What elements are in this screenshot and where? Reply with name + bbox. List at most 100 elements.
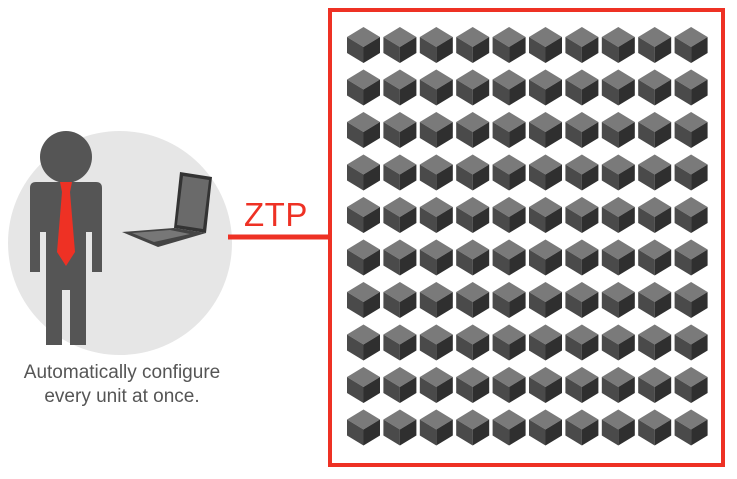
unit-cube bbox=[601, 409, 635, 446]
unit-cube bbox=[492, 282, 526, 318]
unit-cube bbox=[419, 282, 453, 318]
unit-cube bbox=[565, 27, 599, 63]
unit-cube bbox=[383, 409, 417, 446]
unit-cube bbox=[456, 69, 490, 106]
unit-cube bbox=[347, 239, 380, 276]
unit-cube bbox=[347, 69, 380, 106]
unit-cube bbox=[565, 324, 599, 361]
unit-cube bbox=[529, 282, 562, 318]
unit-cube bbox=[638, 197, 672, 233]
unit-cube bbox=[492, 154, 526, 191]
unit-cube bbox=[529, 112, 562, 148]
unit-cube bbox=[347, 409, 380, 446]
unit-cube bbox=[383, 112, 417, 148]
unit-cube bbox=[565, 367, 599, 403]
unit-cube bbox=[456, 112, 490, 148]
unit-cube bbox=[383, 154, 417, 191]
unit-cube bbox=[529, 69, 562, 106]
unit-cube bbox=[565, 409, 599, 446]
unit-cube bbox=[456, 282, 490, 318]
unit-cube bbox=[601, 197, 635, 233]
unit-cube bbox=[419, 239, 453, 276]
caption-line-1: Automatically configure bbox=[23, 362, 221, 383]
unit-cube bbox=[601, 239, 635, 276]
unit-grid-frame bbox=[328, 8, 725, 467]
unit-cube bbox=[638, 367, 672, 403]
unit-cube bbox=[347, 154, 380, 191]
unit-cube bbox=[383, 69, 417, 106]
unit-cube bbox=[565, 112, 599, 148]
unit-cube bbox=[674, 324, 708, 361]
unit-cube bbox=[419, 197, 453, 233]
unit-cube bbox=[419, 324, 453, 361]
unit-cube bbox=[347, 282, 380, 318]
unit-cube bbox=[347, 367, 380, 403]
unit-cube bbox=[565, 69, 599, 106]
unit-cube bbox=[565, 154, 599, 191]
unit-cube bbox=[674, 112, 708, 148]
unit-cube bbox=[492, 324, 526, 361]
unit-cube bbox=[529, 367, 562, 403]
unit-cube bbox=[601, 69, 635, 106]
unit-cube bbox=[674, 154, 708, 191]
unit-cube bbox=[674, 197, 708, 233]
unit-cube bbox=[638, 282, 672, 318]
unit-cube bbox=[638, 69, 672, 106]
admin-illustration bbox=[8, 131, 330, 355]
unit-cube bbox=[601, 154, 635, 191]
unit-cube bbox=[492, 409, 526, 446]
unit-cube bbox=[638, 324, 672, 361]
unit-cube bbox=[383, 239, 417, 276]
person-icon bbox=[30, 131, 102, 345]
unit-cube bbox=[456, 27, 490, 63]
unit-cube bbox=[638, 409, 672, 446]
unit-cube bbox=[383, 367, 417, 403]
tie bbox=[57, 192, 75, 266]
unit-cube bbox=[529, 409, 562, 446]
laptop-icon bbox=[122, 172, 212, 247]
unit-cube bbox=[674, 282, 708, 318]
unit-cube bbox=[674, 69, 708, 106]
unit-cube bbox=[456, 239, 490, 276]
unit-cube bbox=[347, 197, 380, 233]
unit-cube bbox=[674, 409, 708, 446]
unit-cube bbox=[419, 409, 453, 446]
caption-line-2: every unit at once. bbox=[44, 386, 200, 407]
unit-cube bbox=[638, 154, 672, 191]
unit-cube bbox=[674, 27, 708, 63]
unit-cube bbox=[529, 27, 562, 63]
unit-grid bbox=[347, 27, 708, 446]
unit-cube bbox=[419, 154, 453, 191]
unit-cube bbox=[456, 154, 490, 191]
caption: Automatically configure every unit at on… bbox=[0, 361, 244, 409]
unit-cube bbox=[347, 27, 380, 63]
unit-cube bbox=[383, 27, 417, 63]
unit-cube bbox=[419, 367, 453, 403]
unit-cube bbox=[529, 239, 562, 276]
unit-cube bbox=[565, 239, 599, 276]
unit-cube bbox=[638, 27, 672, 63]
ztp-label: ZTP bbox=[244, 196, 308, 233]
unit-cube bbox=[347, 112, 380, 148]
unit-cube bbox=[456, 324, 490, 361]
unit-cube bbox=[601, 367, 635, 403]
unit-cube bbox=[347, 324, 380, 361]
unit-cube bbox=[601, 324, 635, 361]
unit-cube bbox=[492, 112, 526, 148]
unit-cube bbox=[492, 27, 526, 63]
unit-cube bbox=[456, 197, 490, 233]
unit-cube bbox=[492, 197, 526, 233]
unit-cube bbox=[565, 197, 599, 233]
unit-cube bbox=[492, 239, 526, 276]
unit-cube bbox=[565, 282, 599, 318]
unit-cube bbox=[529, 154, 562, 191]
unit-cube bbox=[638, 112, 672, 148]
unit-cube bbox=[419, 27, 453, 63]
unit-cube bbox=[529, 324, 562, 361]
unit-cube bbox=[492, 69, 526, 106]
unit-cube bbox=[674, 367, 708, 403]
unit-cube bbox=[383, 282, 417, 318]
unit-cube bbox=[419, 69, 453, 106]
unit-cube bbox=[383, 197, 417, 233]
unit-cube bbox=[383, 324, 417, 361]
